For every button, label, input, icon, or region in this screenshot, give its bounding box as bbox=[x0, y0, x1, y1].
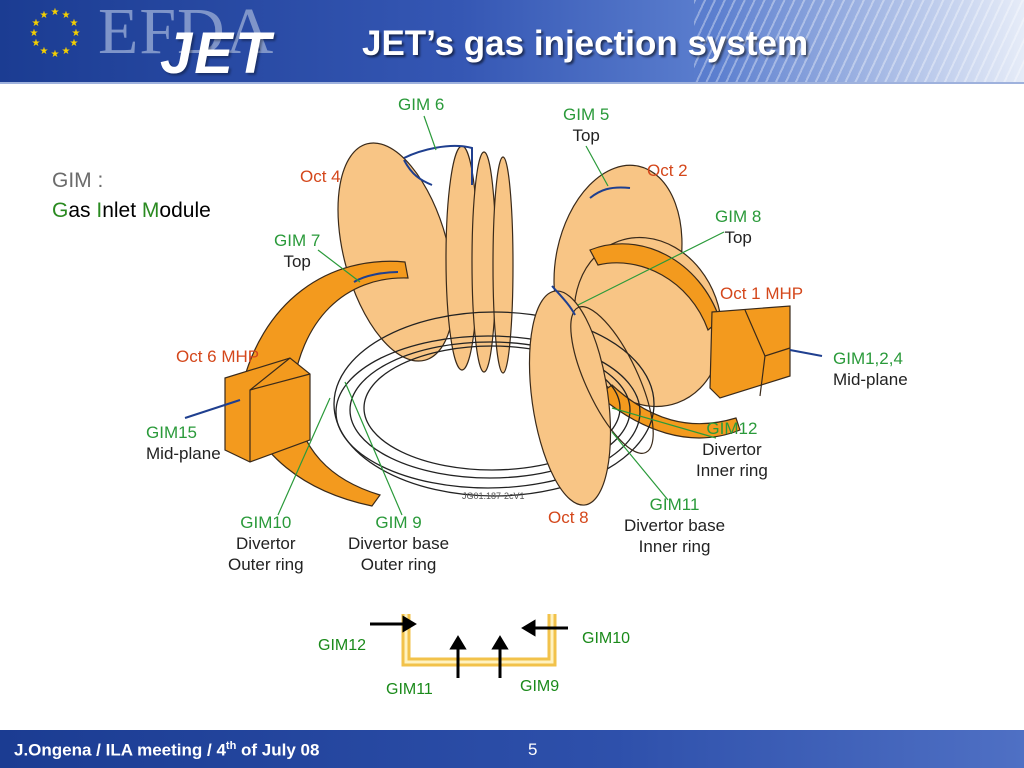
label-oct2: Oct 2 bbox=[647, 161, 688, 180]
footer-author: J.Ongena / ILA meeting / 4th of July 08 bbox=[14, 740, 320, 760]
label-oct8: Oct 8 bbox=[548, 508, 589, 527]
xs-label-gim11: GIM11 bbox=[386, 681, 433, 698]
xs-label-gim10: GIM10 bbox=[582, 630, 631, 647]
port-ring-right bbox=[597, 384, 741, 439]
svg-text:★: ★ bbox=[62, 10, 71, 21]
divertor-cross-section bbox=[370, 614, 568, 678]
torus-rings bbox=[333, 311, 655, 497]
gim-definition: GIM : Gas Inlet Module bbox=[52, 166, 211, 226]
xs-label-gim9: GIM9 bbox=[520, 678, 560, 695]
footer-bar: J.Ongena / ILA meeting / 4th of July 08 … bbox=[0, 730, 1024, 768]
gim-expansion: Gas Inlet Module bbox=[52, 199, 211, 222]
eu-stars-icon: ★ ★ ★ ★ ★ ★ ★ ★ ★ ★ ★ ★ bbox=[30, 7, 81, 60]
svg-text:★: ★ bbox=[70, 38, 79, 49]
figure-credit: JG01.187-2cV1 bbox=[462, 491, 525, 501]
xs-label-gim12: GIM12 bbox=[318, 637, 367, 654]
coil-center-3 bbox=[492, 156, 514, 374]
header-stripes bbox=[694, 0, 1024, 84]
orange-ports bbox=[224, 243, 791, 507]
svg-text:★: ★ bbox=[32, 38, 41, 49]
svg-text:★: ★ bbox=[51, 7, 60, 18]
svg-text:★: ★ bbox=[62, 46, 71, 57]
port-oct1 bbox=[709, 305, 791, 399]
svg-text:★: ★ bbox=[40, 46, 49, 57]
label-oct1: Oct 1 MHP bbox=[720, 284, 804, 303]
coil-oct8 bbox=[528, 290, 612, 506]
header-bar: ★ ★ ★ ★ ★ ★ ★ ★ ★ ★ ★ ★ EFDA JET JET’s g… bbox=[0, 0, 1024, 84]
jet-logo: JET bbox=[160, 21, 273, 84]
svg-text:★: ★ bbox=[70, 18, 79, 29]
divertor-u-shape bbox=[401, 614, 557, 667]
coil-front-right bbox=[570, 306, 654, 454]
page-number: 5 bbox=[528, 740, 538, 759]
svg-text:★: ★ bbox=[72, 28, 81, 39]
coil-center-2 bbox=[471, 151, 497, 373]
gim-abbrev: GIM : bbox=[52, 169, 104, 192]
front-coils bbox=[528, 290, 654, 506]
tokamak-diagram bbox=[184, 115, 823, 678]
svg-text:★: ★ bbox=[30, 28, 39, 39]
slide-title: JET’s gas injection system bbox=[362, 24, 809, 63]
label-oct4: Oct 4 bbox=[300, 167, 341, 186]
label-oct6: Oct 6 MHP bbox=[176, 347, 260, 366]
gas-pipes bbox=[184, 144, 823, 419]
svg-text:★: ★ bbox=[40, 10, 49, 21]
svg-text:★: ★ bbox=[32, 18, 41, 29]
svg-text:★: ★ bbox=[51, 49, 60, 60]
efda-logo: EFDA bbox=[98, 0, 275, 68]
label-gim6: GIM 6 bbox=[398, 95, 445, 114]
header-divider bbox=[0, 82, 1024, 84]
pointer-lines bbox=[277, 115, 725, 516]
